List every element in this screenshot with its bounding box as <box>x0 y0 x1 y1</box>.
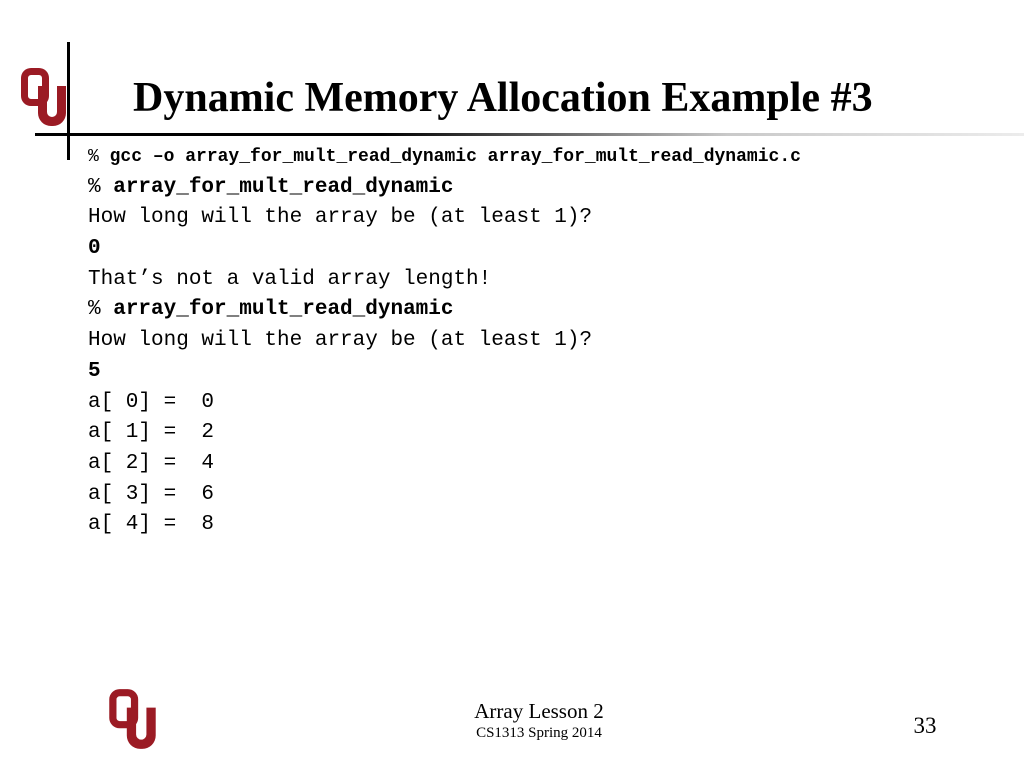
terminal-line: 5 <box>88 357 801 388</box>
footer-course: CS1313 Spring 2014 <box>476 725 602 741</box>
terminal-line: % array_for_mult_read_dynamic <box>88 295 801 326</box>
user-input-text: 0 <box>88 237 101 261</box>
shell-prompt: % <box>88 147 110 167</box>
terminal-line: How long will the array be (at least 1)? <box>88 326 801 357</box>
slide-title: Dynamic Memory Allocation Example #3 <box>133 75 873 121</box>
program-output-text: a[ 3] = 6 <box>88 482 215 506</box>
program-output-text: That’s not a valid array length! <box>88 267 492 291</box>
page-number: 33 <box>913 713 937 738</box>
ou-logo-icon <box>21 68 66 126</box>
footer-lesson: Array Lesson 2 <box>474 699 604 723</box>
decorative-vertical-line <box>67 42 70 160</box>
shell-prompt: % <box>88 175 114 199</box>
user-input-text: gcc –o array_for_mult_read_dynamic array… <box>109 147 801 167</box>
terminal-line: How long will the array be (at least 1)? <box>88 203 801 234</box>
user-input-text: array_for_mult_read_dynamic <box>113 175 454 199</box>
program-output-text: a[ 1] = 2 <box>88 421 215 445</box>
user-input-text: array_for_mult_read_dynamic <box>113 298 454 322</box>
program-output-text: a[ 4] = 8 <box>88 513 215 537</box>
slide-footer: Array Lesson 2 CS1313 Spring 2014 <box>389 699 689 743</box>
program-output-text: How long will the array be (at least 1)? <box>88 329 593 353</box>
user-input-text: 5 <box>88 359 101 383</box>
program-output-text: a[ 0] = 0 <box>88 390 215 414</box>
terminal-line: a[ 3] = 6 <box>88 480 801 511</box>
terminal-line: 0 <box>88 234 801 265</box>
program-output-text: How long will the array be (at least 1)? <box>88 206 593 230</box>
terminal-line: a[ 0] = 0 <box>88 388 801 419</box>
terminal-output: % gcc –o array_for_mult_read_dynamic arr… <box>88 142 801 541</box>
terminal-line: a[ 2] = 4 <box>88 449 801 480</box>
decorative-horizontal-line <box>35 133 1024 136</box>
program-output-text: a[ 2] = 4 <box>88 451 215 475</box>
terminal-line: a[ 1] = 2 <box>88 418 801 449</box>
ou-logo-footer-icon <box>109 689 156 749</box>
terminal-line: % gcc –o array_for_mult_read_dynamic arr… <box>88 142 801 173</box>
terminal-line: That’s not a valid array length! <box>88 265 801 296</box>
shell-prompt: % <box>88 298 114 322</box>
terminal-line: a[ 4] = 8 <box>88 510 801 541</box>
terminal-line: % array_for_mult_read_dynamic <box>88 173 801 204</box>
